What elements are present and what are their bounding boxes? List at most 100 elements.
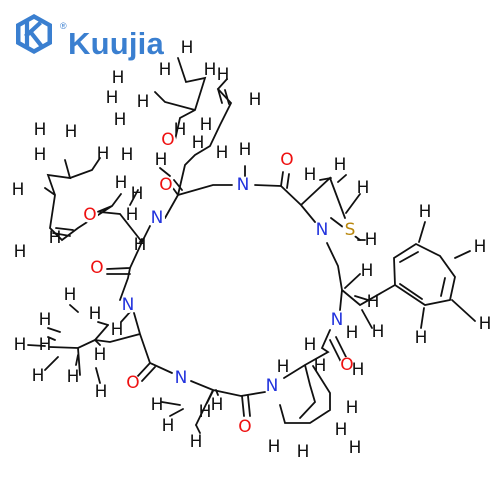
atom-h-label: H <box>181 38 194 58</box>
atom-h-label: H <box>334 155 347 175</box>
atom-h-label: H <box>64 285 77 305</box>
atom-h-label: H <box>277 357 290 377</box>
atom-h-label: H <box>361 261 374 281</box>
atom-h-label: H <box>216 143 229 163</box>
atom-h-label: H <box>192 133 205 153</box>
atom-label-background <box>329 312 345 328</box>
atom-label-background <box>264 378 280 394</box>
atom-h-label: H <box>349 438 362 458</box>
atom-n-label: N <box>331 310 344 330</box>
atom-label-background <box>339 357 355 373</box>
atom-label-background <box>158 177 174 193</box>
brand-name: Kuujia <box>68 26 164 61</box>
atom-h-label: H <box>415 328 428 348</box>
atom-o-label: O <box>340 355 353 375</box>
atom-h-label: H <box>268 437 281 457</box>
atom-n-label: N <box>316 220 329 240</box>
atom-n-label: N <box>266 376 279 396</box>
atom-label-background <box>89 260 105 276</box>
atom-h-label: H <box>12 180 25 200</box>
atom-n-label: N <box>175 368 188 388</box>
atom-h-label: H <box>217 65 230 85</box>
atom-h-label: H <box>365 230 378 250</box>
atom-h-label: H <box>89 304 102 324</box>
atom-h-label: H <box>134 235 147 255</box>
brand-logo: ® Kuujia <box>10 12 170 61</box>
atom-h-label: H <box>49 228 62 248</box>
atom-n-label: N <box>122 295 135 315</box>
phenyl-ring-bonds <box>393 242 456 306</box>
atom-h-label: H <box>131 184 144 204</box>
atom-h-label: H <box>14 335 27 355</box>
atom-o-label: O <box>83 205 96 225</box>
registered-mark: ® <box>60 21 67 31</box>
atom-h-label: H <box>67 367 80 387</box>
atom-h-label: H <box>200 115 213 135</box>
atom-h-label: H <box>32 366 45 386</box>
atom-h-label: H <box>239 140 252 160</box>
atom-h-label: H <box>199 402 212 422</box>
atom-label-background <box>125 375 141 391</box>
atom-h-label: H <box>14 242 27 262</box>
atom-h-label: H <box>211 395 224 415</box>
atom-o-label: O <box>280 150 293 170</box>
atom-h-label: H <box>65 122 78 142</box>
bond-layer <box>27 57 476 434</box>
atom-h-label: H <box>94 345 107 365</box>
atom-h-label: H <box>34 145 47 165</box>
atom-h-label: H <box>97 144 110 164</box>
atom-label-background <box>120 297 136 313</box>
atom-h-label: H <box>137 92 150 112</box>
atom-label-background <box>173 370 189 386</box>
atom-o-label: O <box>238 417 251 437</box>
atom-h-label: H <box>121 145 134 165</box>
atom-h-label: H <box>174 120 187 140</box>
atom-h-label: H <box>162 416 175 436</box>
atom-label-background <box>342 222 358 238</box>
atom-h-label: H <box>126 205 139 225</box>
atom-h-label: H <box>190 432 203 452</box>
atom-h-label: H <box>112 68 125 88</box>
atom-o-label: O <box>126 373 139 393</box>
atom-label-background <box>149 210 165 226</box>
atom-h-label: H <box>367 292 380 312</box>
atom-h-label: H <box>159 60 172 80</box>
atom-s-label: S <box>345 220 356 240</box>
atom-h-label: H <box>372 322 385 342</box>
atom-h-label: H <box>479 314 492 334</box>
atom-h-label: H <box>314 356 327 376</box>
atom-h-label: H <box>106 88 119 108</box>
atom-h-label: H <box>335 420 348 440</box>
atom-h-label: H <box>346 398 359 418</box>
atom-label-background <box>160 132 176 148</box>
atom-h-label: H <box>34 120 47 140</box>
atom-label-background <box>235 177 251 193</box>
atom-h-label: H <box>297 442 310 462</box>
atom-h-label: H <box>114 110 127 130</box>
atom-h-label: H <box>111 320 124 340</box>
side-chain-bonds <box>44 57 207 242</box>
atom-h-label: H <box>474 237 487 257</box>
atom-o-label: O <box>90 258 103 278</box>
atom-h-label: H <box>39 335 52 355</box>
atom-h-label: H <box>151 395 164 415</box>
atom-n-label: N <box>151 208 164 228</box>
atom-h-label: H <box>346 323 359 343</box>
atom-h-label: H <box>39 310 52 330</box>
atom-h-label: H <box>304 165 317 185</box>
double-bonds <box>52 88 349 417</box>
hexagon-k-logo-icon <box>16 14 52 54</box>
atom-h-label: H <box>249 90 262 110</box>
atom-h-label: H <box>357 178 370 198</box>
hydrogen-stub-bonds <box>27 165 476 434</box>
atom-h-label: H <box>155 150 168 170</box>
atom-h-label: H <box>95 382 108 402</box>
atom-h-label: H <box>204 60 217 80</box>
atom-n-label: N <box>237 175 250 195</box>
atom-o-label: O <box>161 130 174 150</box>
atom-h-label: H <box>352 360 365 380</box>
atom-label-background <box>279 152 295 168</box>
atom-o-label: O <box>159 175 172 195</box>
